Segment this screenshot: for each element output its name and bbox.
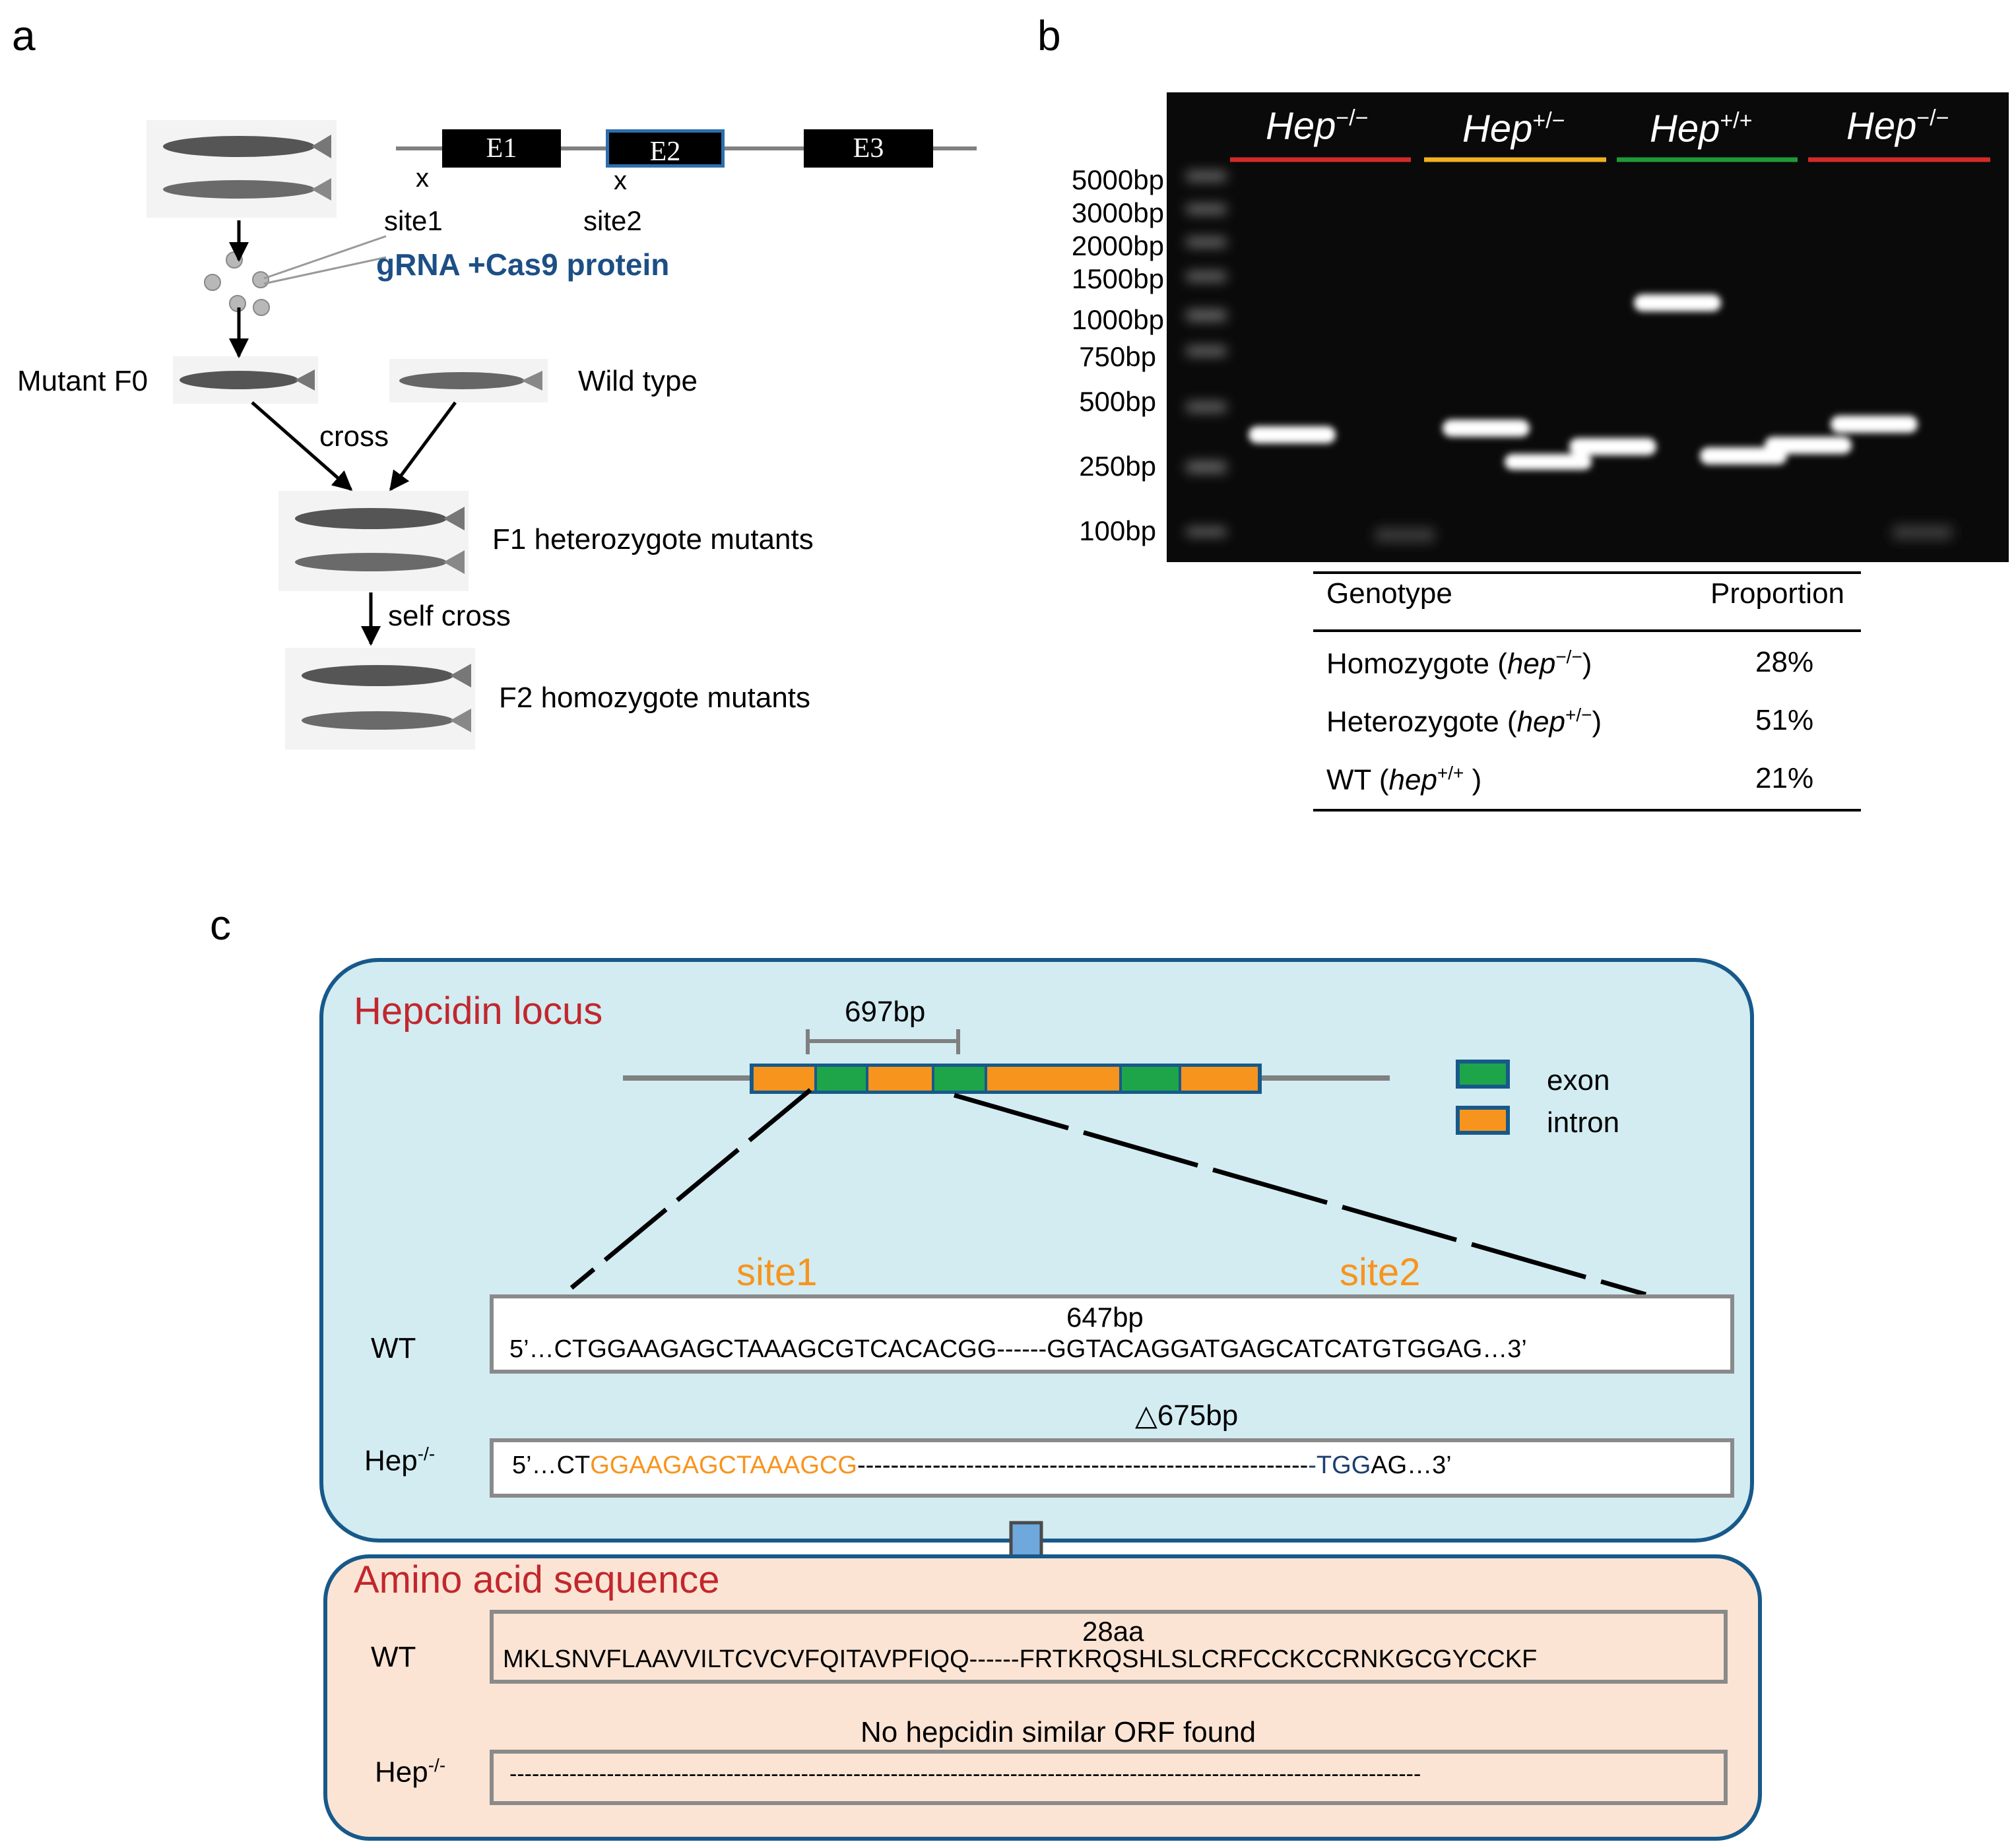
ladder-label-1500: 1500bp xyxy=(1071,263,1164,294)
lane-title-hom-1: Hep−/− xyxy=(1266,104,1369,148)
lineage-arrows xyxy=(229,220,457,646)
panel-letter-c: c xyxy=(210,901,231,949)
f1-label: F1 heterozygote mutants xyxy=(492,523,814,556)
table-value-wt: 21% xyxy=(1755,762,1814,794)
aa-gap-label: 28aa xyxy=(1082,1616,1144,1647)
amino-acid-title: Amino acid sequence xyxy=(354,1558,720,1601)
site1-label: site1 xyxy=(384,205,443,236)
ladder-label-2000: 2000bp xyxy=(1071,230,1164,261)
mut-dna-sequence-box xyxy=(490,1438,1734,1498)
aa-no-orf-note: No hepcidin similar ORF found xyxy=(861,1716,1256,1748)
legend-intron-swatch xyxy=(1456,1106,1510,1135)
locus-title: Hepcidin locus xyxy=(354,990,603,1033)
table-top-rule xyxy=(1313,571,1861,574)
span-label-697bp: 697bp xyxy=(845,996,926,1028)
fish-image-f2 xyxy=(285,648,475,749)
cross-label: cross xyxy=(319,420,389,453)
wt-gap-label: 647bp xyxy=(1066,1302,1144,1333)
table-value-homozygote: 28% xyxy=(1755,646,1814,678)
reagent-label: gRNA +Cas9 protein xyxy=(376,247,670,282)
locus-diagram xyxy=(623,1029,1390,1094)
legend-exon-label: exon xyxy=(1547,1064,1610,1097)
lane-title-het: Hep+/− xyxy=(1462,107,1565,150)
table-header-proportion: Proportion xyxy=(1710,577,1845,610)
site2-marker: site2 xyxy=(1340,1251,1421,1294)
injection-needle-icon xyxy=(263,235,387,285)
fish-image-f1 xyxy=(278,491,469,591)
wild-type-label: Wild type xyxy=(578,365,698,397)
ladder-label-500: 500bp xyxy=(1079,386,1156,417)
f2-label: F2 homozygote mutants xyxy=(499,682,811,714)
wt-dna-sequence-box xyxy=(490,1294,1734,1374)
panel-letter-a: a xyxy=(12,12,36,59)
fish-image-parents xyxy=(146,120,337,218)
table-row-heterozygote: Heterozygote (hep+/−) xyxy=(1326,705,1602,738)
ladder-label-3000: 3000bp xyxy=(1071,197,1164,228)
site1-cut-mark: x xyxy=(416,164,429,193)
aa-wt-sequence: MKLSNVFLAAVVILTCVCVFQITAVPFIQQ------FRTK… xyxy=(503,1645,1538,1673)
ladder-label-5000: 5000bp xyxy=(1071,164,1164,195)
mut-dna-sequence: 5’…CTGGAAGAGCTAAAGCG--------------------… xyxy=(512,1451,1452,1479)
lane-title-wt: Hep+/+ xyxy=(1650,107,1753,150)
site1-marker: site1 xyxy=(736,1251,818,1294)
fish-image-mutant-f0 xyxy=(173,356,318,404)
aa-mut-label: Hep-/- xyxy=(375,1755,446,1789)
fish-image-wild-type xyxy=(389,359,548,402)
gel-image: Hep−/− Hep+/− Hep+/+ Hep−/− xyxy=(1167,92,2009,562)
legend-intron-label: intron xyxy=(1547,1106,1620,1139)
aa-mut-sequence-box xyxy=(490,1750,1728,1805)
site2-cut-mark: x xyxy=(614,166,627,195)
wt-dna-label: WT xyxy=(371,1332,416,1364)
mut-dna-label: Hep-/- xyxy=(364,1444,436,1477)
aa-wt-label: WT xyxy=(371,1641,416,1673)
ladder-label-750: 750bp xyxy=(1079,341,1156,372)
legend-exon-swatch xyxy=(1456,1060,1510,1089)
lane-title-hom-2: Hep−/− xyxy=(1846,104,1949,148)
exon-e1: E1 xyxy=(442,129,561,168)
table-mid-rule xyxy=(1313,629,1861,632)
embryo-cluster-icon xyxy=(204,251,270,316)
aa-wt-sequence-box xyxy=(490,1610,1728,1684)
table-value-heterozygote: 51% xyxy=(1755,704,1814,736)
wt-dna-sequence: 5’…CTGGAAGAGCTAAAGCGTCACACGG------GGTACA… xyxy=(509,1335,1527,1363)
table-row-wt: WT (hep+/+ ) xyxy=(1326,763,1482,796)
zoom-lines xyxy=(569,1088,1646,1297)
self-cross-label: self cross xyxy=(388,600,511,632)
mutant-f0-label: Mutant F0 xyxy=(17,365,148,397)
ladder-label-250: 250bp xyxy=(1079,451,1156,482)
table-header-genotype: Genotype xyxy=(1326,577,1452,610)
deletion-label: △675bp xyxy=(1135,1399,1239,1432)
site2-label: site2 xyxy=(583,205,642,236)
table-row-homozygote: Homozygote (hep−/−) xyxy=(1326,647,1592,680)
exon-e3: E3 xyxy=(804,129,933,168)
panel-letter-b: b xyxy=(1037,12,1061,59)
ladder-label-1000: 1000bp xyxy=(1071,304,1164,335)
exon-e2: E2 xyxy=(606,129,725,168)
aa-mut-sequence: ----------------------------------------… xyxy=(509,1762,1421,1787)
ladder-label-100: 100bp xyxy=(1079,515,1156,546)
table-bottom-rule xyxy=(1313,809,1861,812)
